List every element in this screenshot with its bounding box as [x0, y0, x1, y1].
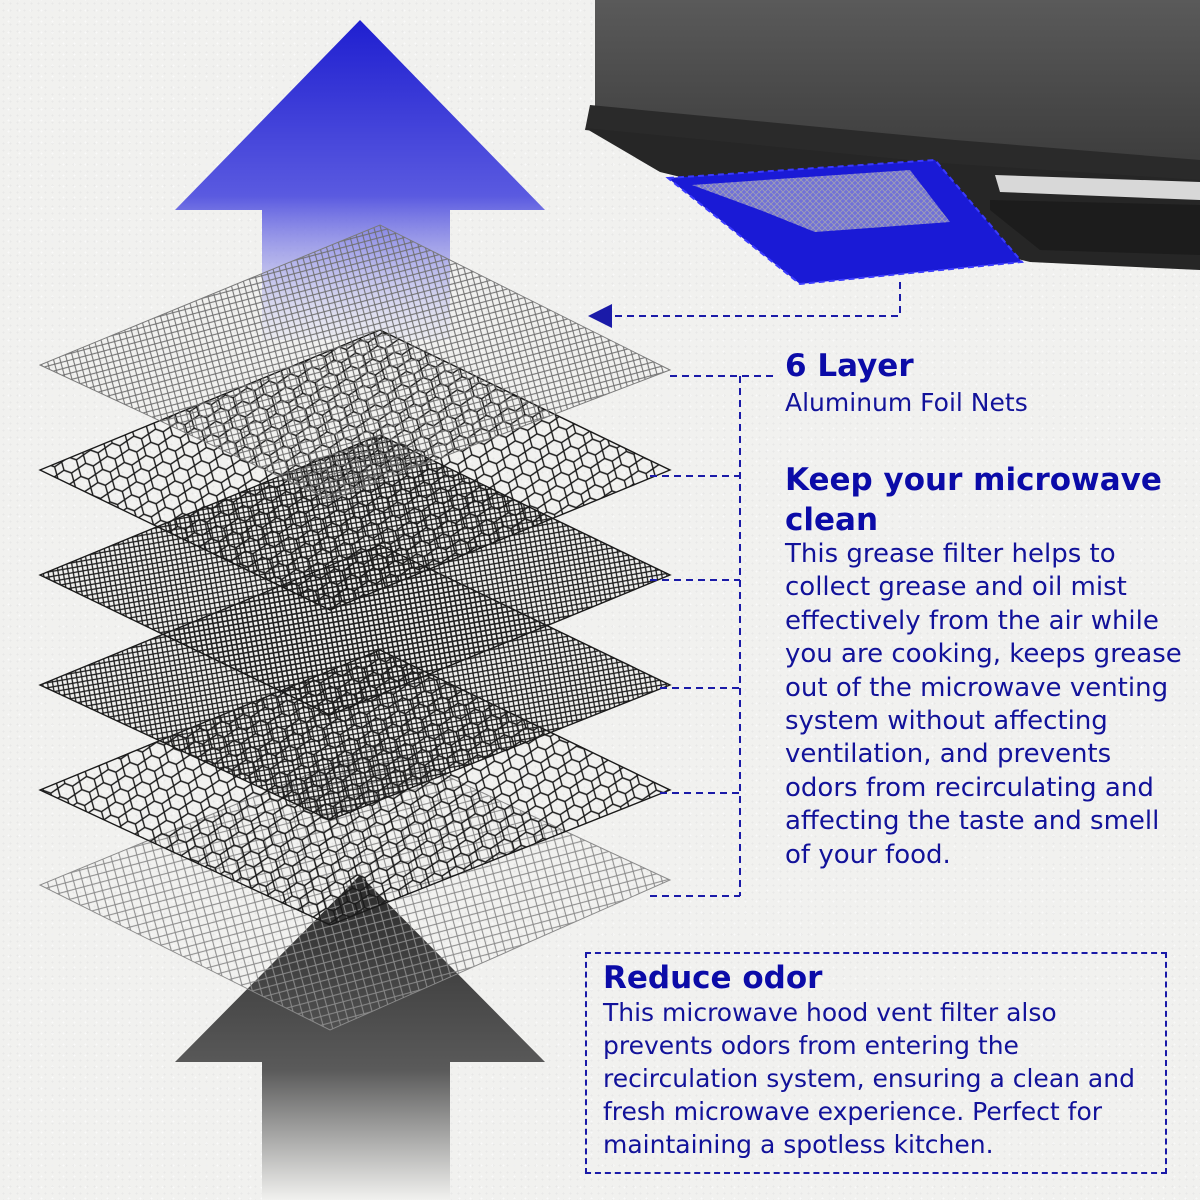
grease-filter	[665, 158, 1025, 286]
odor-callout-box	[585, 952, 1167, 1174]
pointer-arrowhead-icon	[588, 304, 612, 328]
airflow-up-arrow-dark	[175, 875, 545, 1200]
airflow-up-arrow-blue	[175, 20, 545, 340]
layer-material-text: Aluminum Foil Nets	[785, 388, 1028, 417]
layer-bracket	[650, 375, 775, 897]
layer-count-heading: 6 Layer	[785, 348, 914, 384]
clean-section-heading: Keep your microwave clean	[785, 462, 1162, 538]
clean-section-body: This grease filter helps to collect grea…	[785, 539, 1182, 870]
odor-section-heading: Reduce odor	[603, 960, 823, 996]
odor-section-body: This microwave hood vent filter also pre…	[603, 998, 1135, 1159]
pointer-arrow	[612, 282, 901, 317]
mesh-layer-1	[38, 224, 672, 501]
